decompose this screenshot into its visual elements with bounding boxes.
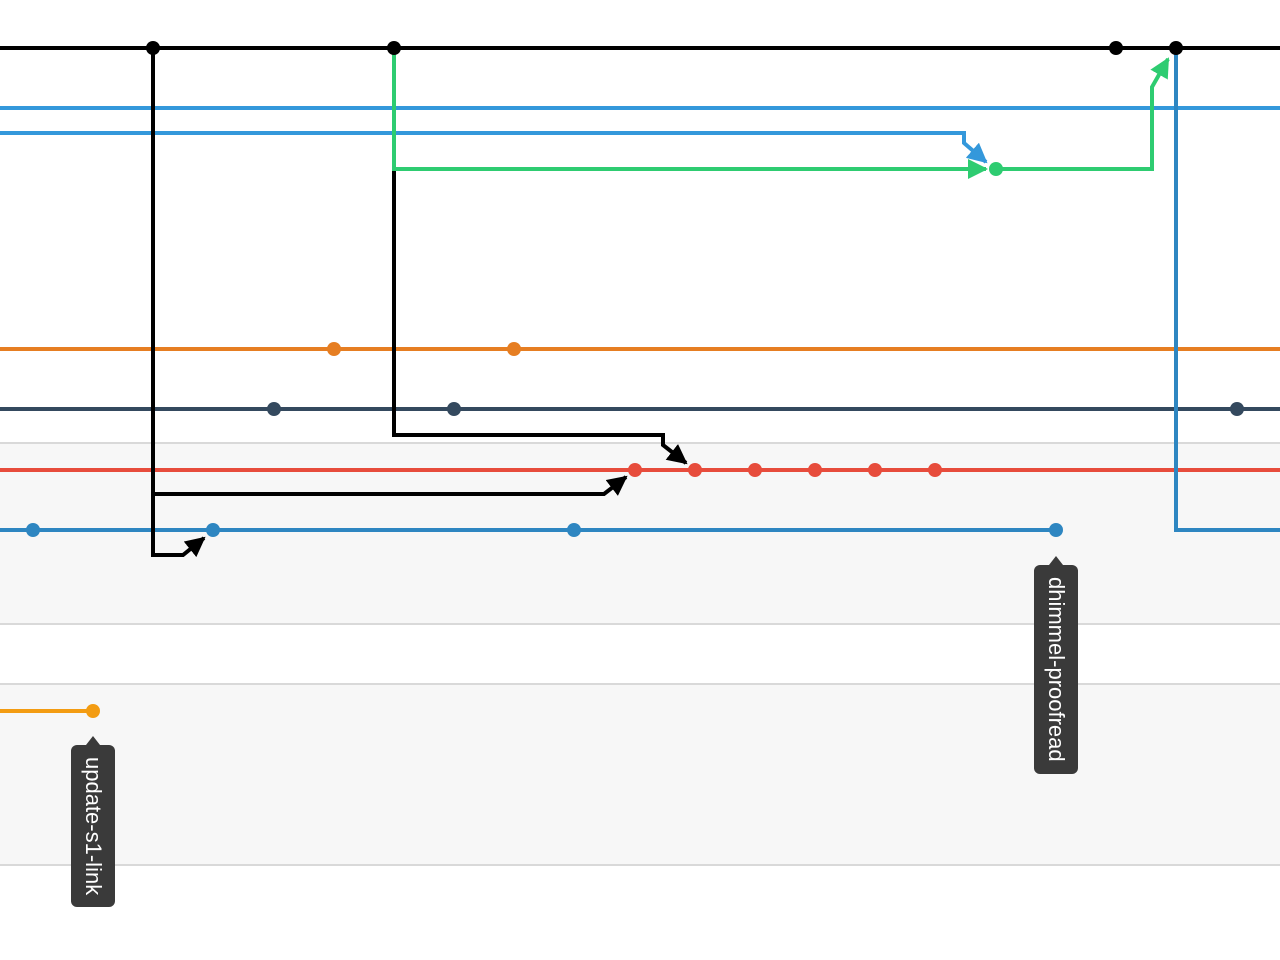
commit-dot[interactable] <box>748 463 762 477</box>
connector-master-to-red-b <box>392 48 688 465</box>
commit-dot[interactable] <box>447 402 461 416</box>
commit-dot[interactable] <box>387 41 401 55</box>
connector-green-merge <box>996 57 1170 171</box>
commit-dot[interactable] <box>1049 523 1063 537</box>
commit-dot[interactable] <box>1109 41 1123 55</box>
commit-dot[interactable] <box>688 463 702 477</box>
connector-master-to-red-a <box>153 475 628 496</box>
commit-dot[interactable] <box>989 162 1003 176</box>
branch-tag-dhimmel-proofread[interactable]: dhimmel-proofread <box>1034 565 1078 774</box>
commit-dot[interactable] <box>808 463 822 477</box>
commit-dot[interactable] <box>267 402 281 416</box>
branch-line-light-blue-merge <box>0 131 988 164</box>
commit-dot[interactable] <box>327 342 341 356</box>
commit-dot[interactable] <box>206 523 220 537</box>
connector-master-to-blue <box>151 48 206 558</box>
branch-line-blue-right <box>1174 48 1280 532</box>
commit-dot[interactable] <box>628 463 642 477</box>
commit-dot[interactable] <box>567 523 581 537</box>
commit-dot[interactable] <box>86 704 100 718</box>
commit-dot[interactable] <box>928 463 942 477</box>
connector-green-branch <box>392 48 988 179</box>
branch-tag-update-s1-link[interactable]: update-s1-link <box>71 745 115 908</box>
commit-dot[interactable] <box>1169 41 1183 55</box>
commit-dot[interactable] <box>26 523 40 537</box>
commit-dots <box>26 41 1244 718</box>
commit-dot[interactable] <box>1230 402 1244 416</box>
merge-connectors <box>151 48 1170 558</box>
row-band <box>0 684 1280 865</box>
commit-dot[interactable] <box>146 41 160 55</box>
commit-dot[interactable] <box>507 342 521 356</box>
commit-dot[interactable] <box>868 463 882 477</box>
row-bands <box>0 442 1280 866</box>
